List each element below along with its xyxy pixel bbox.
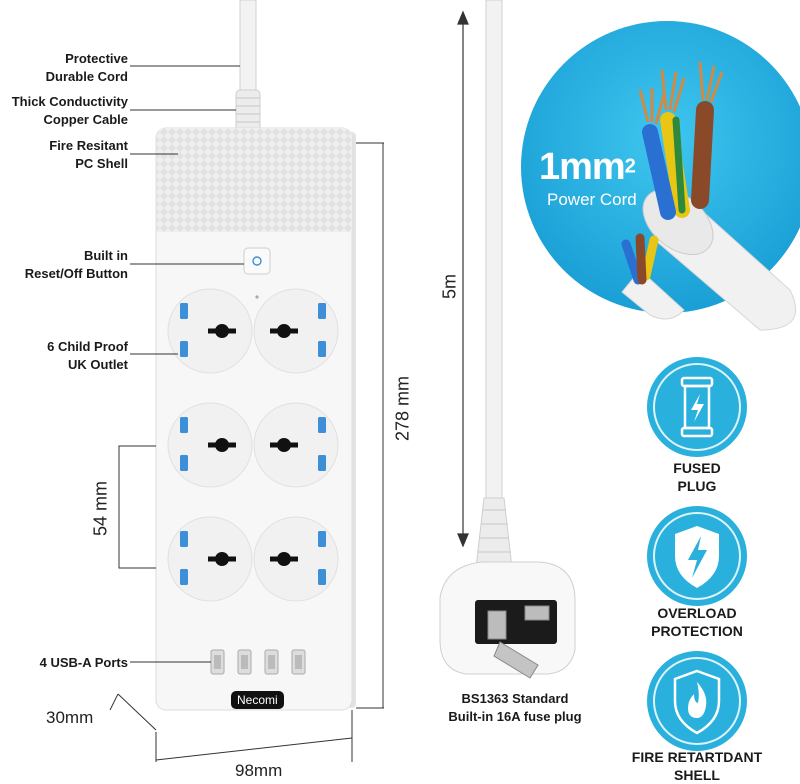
callout-button-line2: Reset/Off Button bbox=[24, 266, 128, 281]
dim-width-line bbox=[155, 710, 353, 762]
uk-outlet bbox=[253, 516, 339, 602]
uk-outlet bbox=[253, 402, 339, 488]
lightning-shield-icon bbox=[647, 506, 747, 606]
power-cord-size: 1mm2 bbox=[539, 146, 636, 189]
feature-overload-line1: OVERLOAD bbox=[657, 605, 737, 621]
reset-button bbox=[243, 247, 271, 275]
cord-strain-relief bbox=[235, 89, 261, 133]
plug-strain-relief bbox=[475, 497, 513, 569]
callout-usb: 4 USB-A Ports bbox=[39, 655, 128, 670]
brand-label: Necomi bbox=[231, 691, 284, 709]
uk-plug bbox=[439, 561, 576, 679]
callout-cord-line1: Protective bbox=[65, 51, 128, 66]
uk-outlet bbox=[167, 402, 253, 488]
callout-outlets: 6 Child Proof UK Outlet bbox=[47, 338, 128, 374]
feature-fire-line2: SHELL bbox=[674, 767, 720, 783]
dim-width-text: 98mm bbox=[235, 761, 283, 780]
callout-cord-line2: Durable Cord bbox=[45, 69, 128, 84]
power-cord-photo bbox=[621, 61, 797, 331]
callout-shell-line1: Fire Resitant bbox=[49, 138, 128, 153]
socket-grid bbox=[167, 288, 339, 602]
callout-cable-line2: Copper Cable bbox=[43, 112, 128, 127]
feature-overload-line2: PROTECTION bbox=[651, 623, 743, 639]
plug-cord bbox=[485, 0, 503, 499]
dim-length-line bbox=[356, 142, 384, 709]
knurled-top bbox=[156, 128, 352, 232]
dim-length-text: 278 mm bbox=[392, 375, 413, 442]
callout-cable-line1: Thick Conductivity bbox=[11, 94, 128, 109]
dim-depth-text: 30mm bbox=[46, 708, 94, 727]
dim-spacing-bracket bbox=[118, 445, 156, 569]
plug-caption-line2: Built-in 16A fuse plug bbox=[448, 709, 582, 724]
dim-cord-text: 5m bbox=[439, 274, 460, 300]
feature-label-fire: FIRE RETARTDANT SHELL bbox=[607, 748, 787, 784]
usb-ports bbox=[210, 649, 306, 675]
feature-fire-line1: FIRE RETARTDANT bbox=[631, 749, 763, 765]
feature-fused-line1: FUSED bbox=[673, 460, 721, 476]
power-cord-size-value: 1mm bbox=[539, 146, 626, 188]
callout-button-line1: Built in bbox=[83, 248, 128, 263]
fuse-icon bbox=[647, 357, 747, 457]
feature-label-overload: OVERLOAD PROTECTION bbox=[617, 604, 777, 640]
fire-shield-icon bbox=[647, 651, 747, 751]
uk-outlet bbox=[167, 288, 253, 374]
callout-outlets-line2: UK Outlet bbox=[68, 357, 128, 372]
power-cord-label: Power Cord bbox=[547, 190, 637, 209]
plug-caption: BS1363 Standard Built-in 16A fuse plug bbox=[425, 690, 605, 726]
feature-fused-line2: PLUG bbox=[677, 478, 717, 494]
callout-cord: Protective Durable Cord bbox=[46, 50, 128, 86]
dim-spacing-text: 54 mm bbox=[90, 481, 111, 537]
callout-shell-line2: PC Shell bbox=[75, 156, 128, 171]
callout-outlets-line1: 6 Child Proof bbox=[47, 339, 128, 354]
strip-cord bbox=[239, 0, 257, 93]
callout-cable: Thick Conductivity Copper Cable bbox=[12, 93, 128, 129]
dim-cord-arrow bbox=[457, 10, 469, 548]
feature-label-fused: FUSED PLUG bbox=[627, 459, 767, 495]
uk-outlet bbox=[253, 288, 339, 374]
uk-outlet bbox=[167, 516, 253, 602]
power-cord-size-exponent: 2 bbox=[624, 155, 636, 178]
dim-depth-line bbox=[109, 693, 157, 731]
plug-caption-line1: BS1363 Standard bbox=[461, 691, 569, 706]
callout-button: Built in Reset/Off Button bbox=[25, 247, 128, 283]
callout-shell: Fire Resitant PC Shell bbox=[49, 137, 128, 173]
